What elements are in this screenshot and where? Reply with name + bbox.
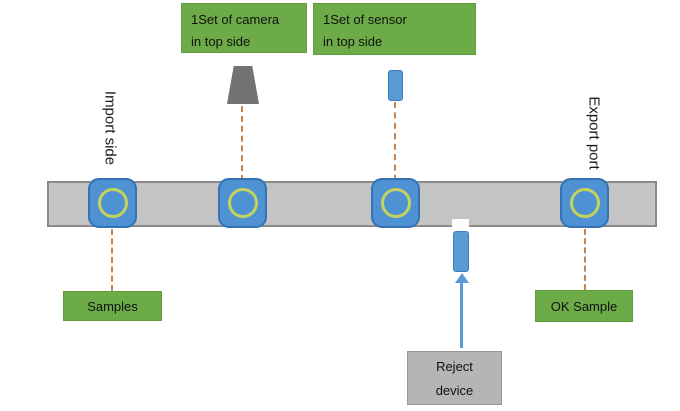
reject-notch [452, 219, 469, 229]
ok-sample-dashed-connector [584, 229, 586, 290]
sensor-dashed-connector [394, 102, 396, 181]
reject-arrow-stem [460, 282, 463, 348]
samples-label: Samples [87, 298, 138, 314]
ok-sample-label-box: OK Sample [535, 290, 633, 322]
pallet-import [88, 178, 137, 228]
reject-device-line2: device [435, 383, 474, 398]
sample-ring-icon [97, 188, 128, 218]
samples-dashed-connector [111, 229, 113, 291]
sensor-label-line2: in top side [323, 34, 383, 49]
sample-ring-icon [569, 188, 600, 218]
camera-label-line1: 1Set of camera [191, 12, 280, 27]
sensor-label-box: 1Set of sensor in top side [313, 3, 476, 55]
export-port-label: Export port [585, 96, 603, 170]
camera-icon [227, 66, 259, 104]
samples-label-box: Samples [63, 291, 162, 321]
reject-device-box: Reject device [407, 351, 502, 405]
reject-device-line1: Reject [436, 359, 473, 374]
camera-label-box: 1Set of camera in top side [181, 3, 307, 53]
camera-label-line2: in top side [191, 34, 251, 49]
sample-ring-icon [227, 188, 258, 218]
pallet-export [560, 178, 609, 228]
sensor-label-line1: 1Set of sensor [323, 12, 407, 27]
pallet-camera-station [218, 178, 267, 228]
import-side-label: Import side [101, 90, 119, 166]
reject-pusher-icon [453, 231, 469, 272]
pallet-sensor-station [371, 178, 420, 228]
ok-sample-label: OK Sample [550, 298, 618, 314]
reject-arrow-up-icon [455, 273, 469, 283]
sensor-icon [388, 70, 403, 101]
camera-dashed-connector [241, 106, 243, 181]
conveyor-belt [47, 181, 657, 227]
sample-ring-icon [380, 188, 411, 218]
